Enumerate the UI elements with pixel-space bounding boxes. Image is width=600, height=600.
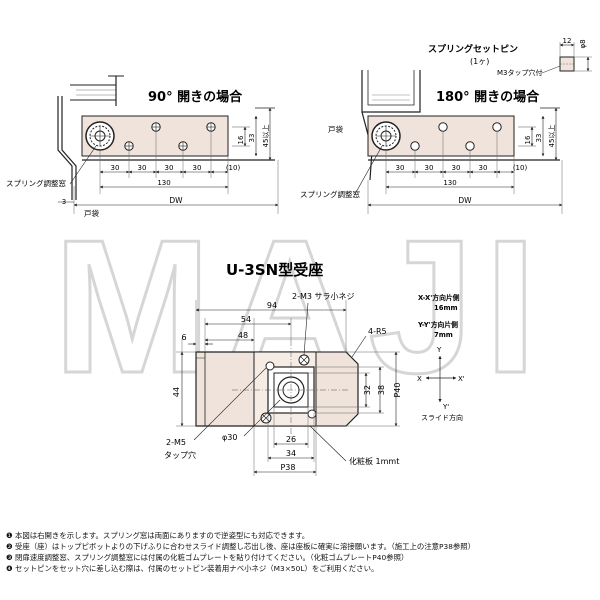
dim-45-180: 45以上	[547, 125, 556, 148]
pin-tap: M3タップ穴付	[497, 68, 543, 77]
dim-26: 26	[286, 435, 296, 444]
jamb-outline	[61, 96, 77, 200]
label-m5: 2-M5	[166, 438, 186, 447]
pin-qty: (1ヶ)	[470, 57, 489, 66]
label-spring-90: スプリング調整窓	[6, 178, 66, 188]
dim-30-c-180: 30	[452, 164, 461, 172]
dim-30-a-90: 30	[111, 164, 120, 172]
dim-30-b-180: 30	[425, 164, 434, 172]
note-1: ❶ 本図は右開きを示します。スプリング窓は両面にありますので逆姿型にも対応できま…	[6, 531, 310, 540]
dim-32: 32	[363, 385, 372, 395]
axis-xp: X'	[458, 375, 465, 383]
dim-16-180: 16	[524, 135, 532, 144]
dim-30-d-90: 30	[193, 164, 202, 172]
dim-16-90: 16	[237, 135, 245, 144]
spring-pin: スプリングセットピン (1ヶ) 12 φ8 M3タップ穴付	[428, 37, 592, 77]
dim-30-c-90: 30	[165, 164, 174, 172]
title-180: 180° 開きの場合	[436, 89, 540, 105]
axis-yy-val: 7mm	[434, 331, 453, 339]
dim-33-90: 33	[248, 134, 256, 143]
pin-dim-12: 12	[563, 37, 572, 45]
axis-y: Y	[436, 346, 442, 354]
axis-slide: スライド方向	[421, 413, 463, 422]
dim-38v: 38	[377, 385, 386, 395]
axis-x: X	[417, 375, 422, 383]
dim-44: 44	[172, 387, 181, 397]
dim-130-180: 130	[443, 179, 456, 187]
label-tobukuro-90: 戸袋	[84, 208, 99, 218]
dim-6: 6	[181, 333, 186, 342]
label-r5: 4-R5	[368, 327, 387, 336]
dim-dw-90: DW	[169, 196, 183, 205]
label-spring-180: スプリング調整窓	[300, 189, 360, 199]
dim-33-180: 33	[535, 134, 543, 143]
pin-dim-8: φ8	[579, 39, 587, 48]
note-2: ❷ 受座（座）はトップピボットよりの下げふりに合わせスライド調整し芯出し後、座は…	[6, 542, 476, 551]
dim-phi30: φ30	[222, 433, 237, 442]
slide-axis: X-X'方向片側 16mm Y-Y'方向片側 7mm Y X X' Y' スライ…	[417, 293, 465, 422]
label-tap: タップ穴	[164, 450, 196, 460]
note-4: ❹ セットピンをセット穴に差し込む際は、付属のセットピン装着用ナベ小ネジ（M3×…	[6, 564, 379, 573]
diagram-180: 16 33 45以上 30 30 30 30 (10) 130	[300, 70, 563, 214]
main-diagram: U-3SN型受座	[164, 261, 402, 476]
dim-48: 48	[238, 331, 248, 340]
axis-xx-title: X-X'方向片側	[418, 293, 460, 302]
dim-34: 34	[286, 449, 296, 458]
main-title: U-3SN型受座	[226, 261, 323, 279]
dim-94: 94	[267, 301, 277, 310]
dim-54: 54	[241, 315, 251, 324]
axis-xx-val: 16mm	[434, 304, 458, 312]
dim-30-b-90: 30	[138, 164, 147, 172]
pin-title: スプリングセットピン	[428, 43, 518, 55]
label-plate: 化粧板 1mmt	[349, 456, 399, 466]
note-3: ❸ 閉扉速度調整窓、スプリング調整窓には付属の化粧ゴムプレートを貼り付けてくださ…	[6, 553, 409, 562]
dim-45-90: 45以上	[261, 125, 270, 148]
label-m3: 2-M3 サラ小ネジ	[292, 292, 355, 301]
dim-30-a-180: 30	[396, 164, 405, 172]
axis-yy-title: Y-Y'方向片側	[417, 320, 458, 329]
dim-p40: P40	[393, 382, 402, 397]
dim-dw-180: DW	[458, 196, 472, 205]
title-90: 90° 開きの場合	[148, 89, 243, 105]
dim-p38: P38	[280, 463, 295, 472]
label-tobukuro-180: 戸袋	[328, 124, 343, 134]
dim-10-90: (10)	[226, 164, 241, 172]
diagram-90: 16 33 45以上 30 30 30 30 (	[6, 75, 279, 218]
dim-130-90: 130	[157, 179, 170, 187]
axis-yp: Y'	[442, 403, 449, 411]
dim-30-d-180: 30	[479, 164, 488, 172]
dim-10-180: (10)	[513, 164, 528, 172]
